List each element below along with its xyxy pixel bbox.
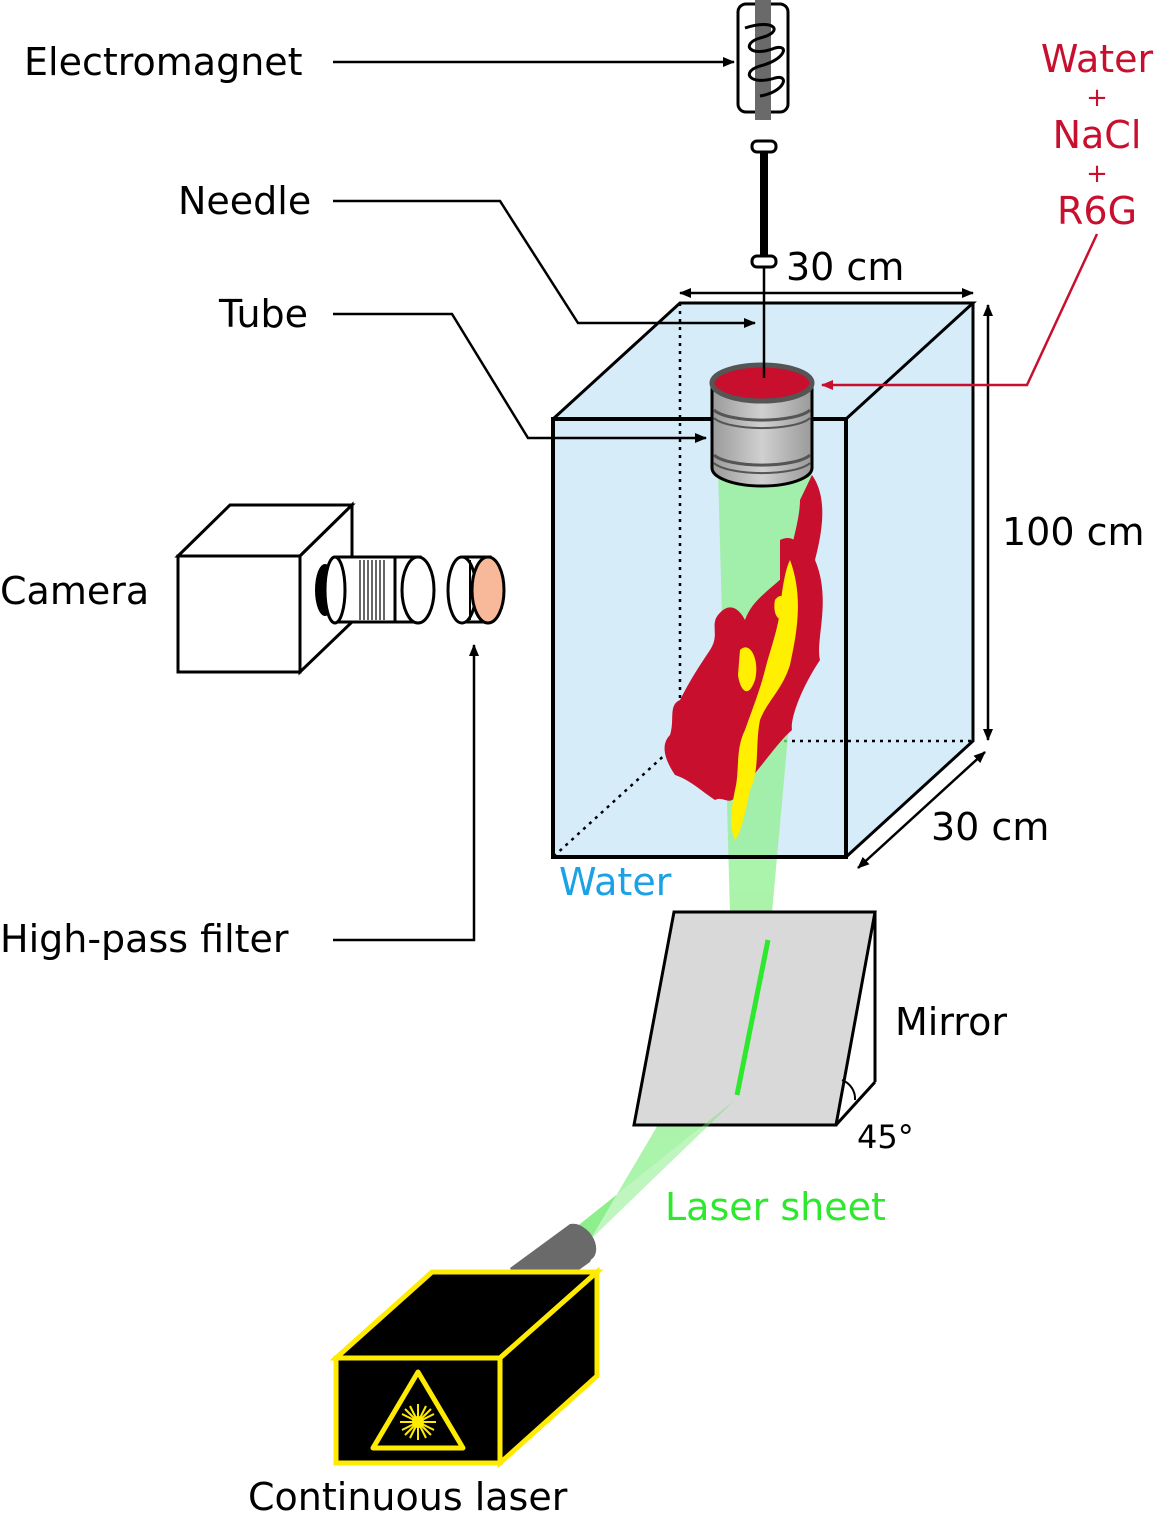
filter-glass <box>470 555 506 625</box>
continuous-laser-label: Continuous laser <box>248 1475 568 1513</box>
high-pass-filter <box>446 555 506 625</box>
leader-lines <box>333 57 1099 942</box>
needle <box>750 139 778 378</box>
camera <box>174 501 436 676</box>
width-dimension-label: 30 cm <box>786 245 904 289</box>
high-pass-filter-label: High-pass filter <box>0 917 289 961</box>
solution-plus-2: + <box>1086 159 1108 189</box>
solution-label-nacl: NaCl <box>1053 113 1142 157</box>
dimension-arrows <box>679 288 993 869</box>
mirror-label: Mirror <box>895 1000 1007 1044</box>
electromagnet <box>736 0 790 120</box>
camera-label: Camera <box>0 569 149 613</box>
tube-label: Tube <box>218 292 308 336</box>
tube <box>709 362 815 488</box>
solution-plus-1: + <box>1086 83 1108 113</box>
mirror <box>560 910 877 1240</box>
depth-dimension-label: 30 cm <box>931 805 1049 849</box>
angle-label: 45° <box>857 1118 914 1156</box>
height-dimension-label: 100 cm <box>1002 510 1145 554</box>
laser-warning-icon <box>370 1369 466 1451</box>
laser-sheet-label: Laser sheet <box>665 1185 886 1229</box>
tank-side-face <box>846 303 973 857</box>
electromagnet-label: Electromagnet <box>24 40 303 84</box>
solution-label-water: Water <box>1041 37 1154 81</box>
tube-solution <box>709 362 815 404</box>
water-label: Water <box>559 860 672 904</box>
dye-plume <box>664 475 823 840</box>
needle-label: Needle <box>178 179 311 223</box>
solution-label-r6g: R6G <box>1057 189 1137 233</box>
continuous-laser <box>329 1223 604 1469</box>
